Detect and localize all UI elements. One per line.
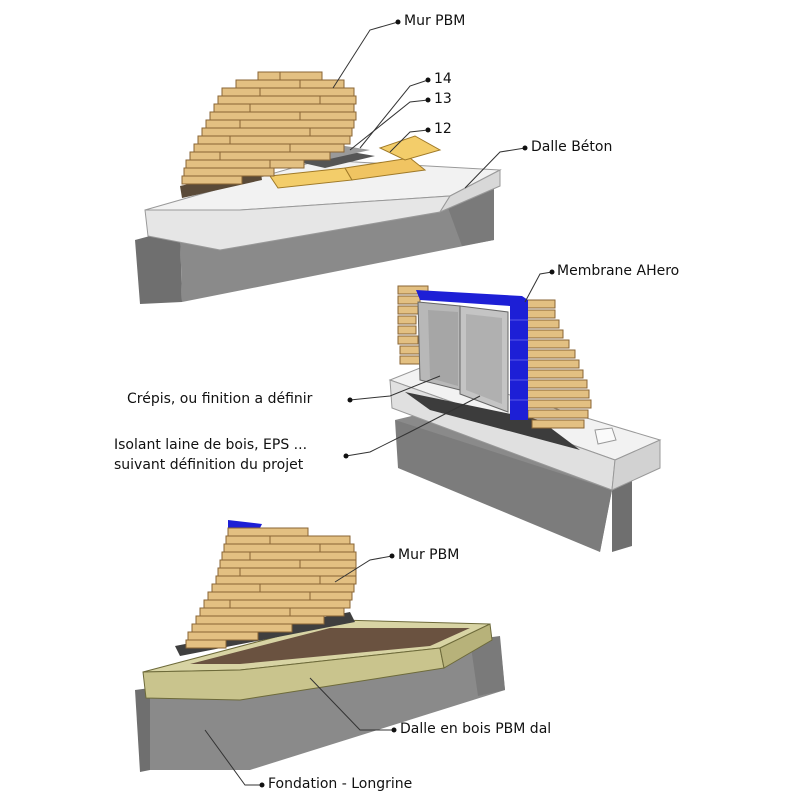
mid-insulation-panels bbox=[417, 301, 509, 413]
mid-white-block bbox=[594, 427, 617, 445]
mid-leader-lines bbox=[345, 271, 553, 457]
bottom-brick-wall bbox=[185, 527, 357, 649]
label-isolant-line1: Isolant laine de bois, EPS ... bbox=[114, 437, 308, 453]
bottom-wood-slab bbox=[142, 619, 493, 701]
label-dalle-bois: Dalle en bois PBM dal bbox=[400, 721, 552, 737]
bottom-leader-lines bbox=[204, 555, 394, 786]
label-fondation: Fondation - Longrine bbox=[268, 776, 413, 792]
mid-leader-dots bbox=[343, 269, 555, 459]
label-12: 12 bbox=[434, 121, 452, 137]
bottom-leader-dots bbox=[259, 553, 397, 788]
top-insulation-panel bbox=[269, 135, 442, 189]
label-dalle-beton: Dalle Béton bbox=[531, 139, 613, 155]
label-mur-pbm-bottom: Mur PBM bbox=[398, 547, 460, 563]
mid-foundation-beam bbox=[395, 414, 632, 552]
label-membrane: Membrane AHero bbox=[557, 263, 680, 279]
label-crepis: Crépis, ou finition a définir bbox=[127, 391, 313, 407]
label-isolant-line2: suivant définition du projet bbox=[114, 457, 304, 473]
mid-dark-rail bbox=[405, 392, 580, 450]
top-concrete-slab bbox=[144, 159, 502, 251]
label-mur-pbm-top: Mur PBM bbox=[404, 13, 466, 29]
top-leader-lines bbox=[332, 21, 526, 189]
label-14: 14 bbox=[434, 71, 452, 87]
mid-membrane bbox=[416, 290, 528, 420]
label-13: 13 bbox=[434, 91, 452, 107]
top-brick-wall bbox=[181, 71, 357, 185]
top-leader-dots bbox=[395, 19, 528, 151]
mid-brick-wall bbox=[397, 285, 592, 429]
